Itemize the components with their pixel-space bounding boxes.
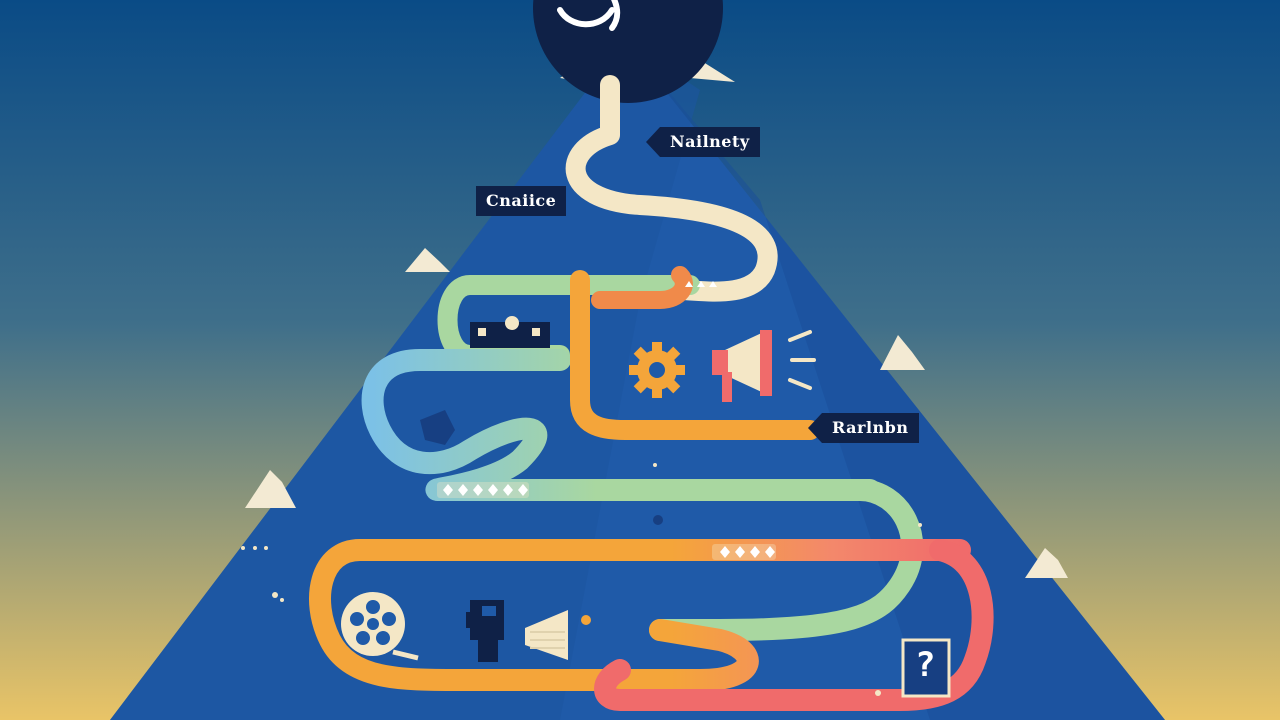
pyramid-right-face: [625, 40, 1165, 720]
label-mid-right-text: Rarlnbn: [832, 418, 909, 437]
label-top-left: Cnaiice: [476, 186, 567, 216]
camera-icon: [466, 600, 504, 662]
label-top-right-text: Nailnety: [670, 132, 750, 151]
left-glints: [241, 546, 268, 550]
label-mid-right: Rarlnbn: [808, 413, 919, 443]
road-bottom: [309, 539, 971, 691]
road-green-lower: [649, 479, 924, 641]
road-cream: [565, 75, 778, 302]
sparkles: [272, 463, 922, 696]
gear-icon: [629, 342, 685, 398]
question-mark: ?: [915, 645, 935, 685]
building-icon: [470, 316, 550, 348]
label-top-left-text: Cnaiice: [486, 191, 557, 210]
road-markers-top: [685, 281, 717, 287]
label-top-right: Nailnety: [646, 127, 760, 157]
road-orange-link: [591, 266, 693, 309]
film-reel-icon: [341, 592, 419, 661]
speaker-icon: [525, 610, 591, 660]
question-mark-text: ?: [915, 645, 936, 685]
cloud-left-2: [245, 470, 296, 508]
cloud-right-2: [1025, 548, 1068, 578]
road-markers-right: [712, 544, 776, 560]
road-red: [594, 539, 994, 711]
cloud-left-1: [405, 248, 450, 272]
cloud-right-1: [880, 335, 925, 370]
sun-logo-glyph: [557, 0, 621, 31]
road-markers-left: [437, 482, 529, 498]
tree-shape: [420, 410, 455, 445]
road-blue: [361, 349, 881, 501]
megaphone-icon: [712, 330, 816, 402]
question-icon: [901, 638, 951, 698]
road-orange-middle: [570, 270, 820, 440]
